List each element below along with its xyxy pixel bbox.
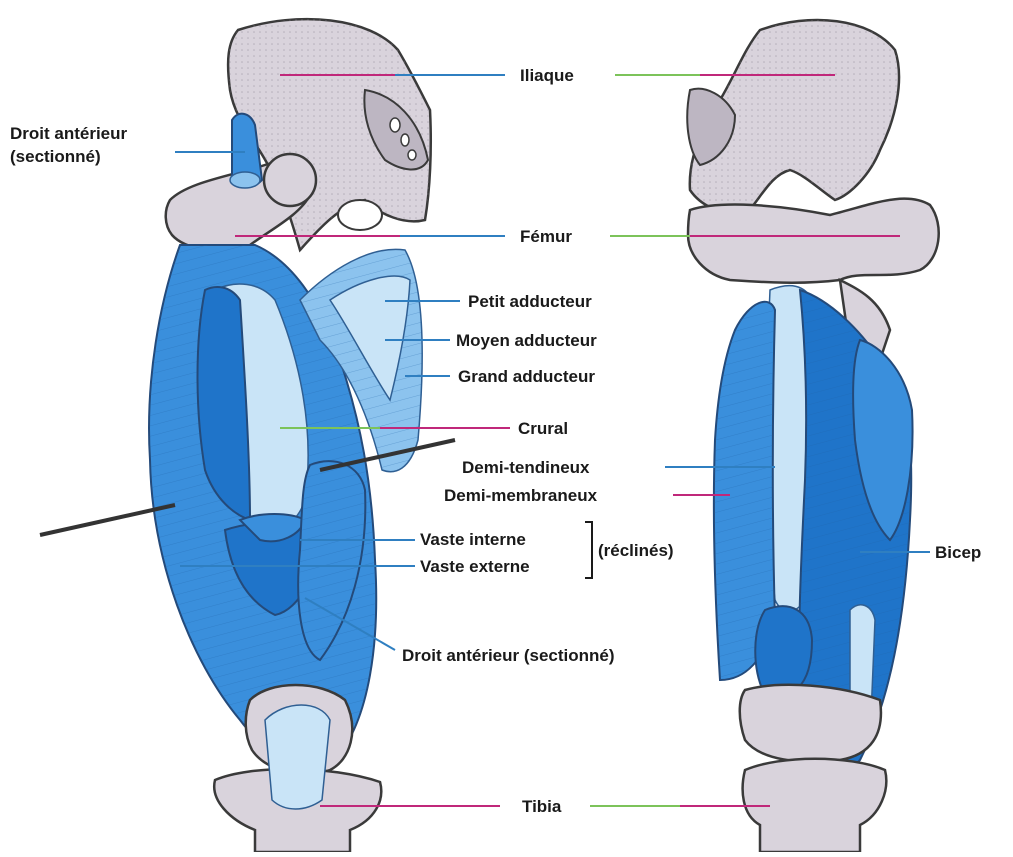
right-knee [740,685,881,762]
label-femur: Fémur [520,227,572,246]
anterior-view [40,19,455,852]
label-vaste-externe: Vaste externe [420,557,530,576]
label-iliaque: Iliaque [520,66,574,85]
label-grand-adducteur: Grand adducteur [458,367,595,386]
label-demi-membraneux: Demi-membraneux [444,486,598,505]
posterior-view [687,20,938,852]
label-vaste-interne: Vaste interne [420,530,526,549]
label-petit-adducteur: Petit adducteur [468,292,592,311]
label-biceps: Bicep [935,543,981,562]
label-moyen-adducteur: Moyen adducteur [456,331,597,350]
label-droit-anterieur-top-line1: Droit antérieur [10,124,128,143]
label-droit-anterieur-bottom: Droit antérieur (sectionné) [402,646,615,665]
label-tibia: Tibia [522,797,562,816]
label-crural: Crural [518,419,568,438]
right-femur-head [688,199,939,283]
label-demi-tendineux: Demi-tendineux [462,458,590,477]
label-reclines: (réclinés) [598,541,674,560]
label-droit-anterieur-top-line2: (sectionné) [10,147,101,166]
